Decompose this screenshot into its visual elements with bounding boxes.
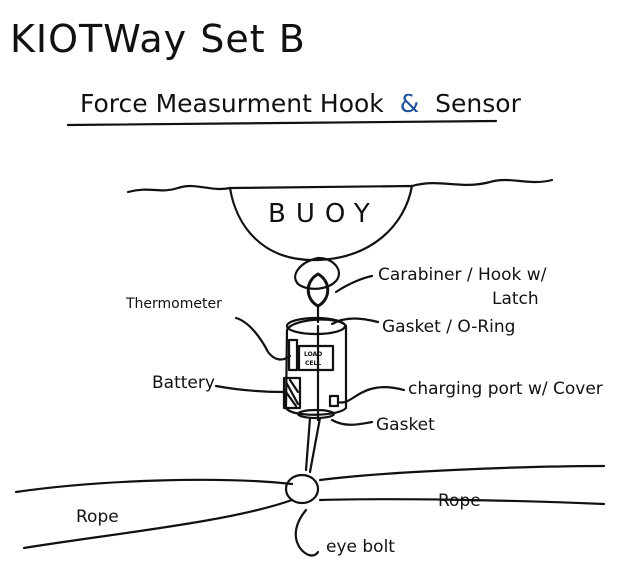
subtitle-part1: Force Measurment Hook xyxy=(80,89,384,118)
load-cell-label-1: LOAD xyxy=(304,351,322,358)
eye-bolt-label: eye bolt xyxy=(326,537,395,557)
subtitle-ampersand: & xyxy=(400,89,420,118)
water-surface-right xyxy=(410,178,554,188)
diagram-subtitle: Force Measurment Hook & Sensor xyxy=(80,89,522,118)
buoy-label: BUOY xyxy=(268,199,380,229)
load-cell-label-2: CELL xyxy=(305,360,321,367)
gasket-callout xyxy=(330,418,374,426)
charging-port-callout xyxy=(336,386,406,404)
load-cell xyxy=(297,344,335,372)
diagram-title: KIOTWay Set B xyxy=(10,17,306,61)
battery-label: Battery xyxy=(152,373,215,393)
eye-bolt xyxy=(284,473,320,505)
rope-right-bottom xyxy=(318,498,606,506)
rope-left-bottom xyxy=(22,498,294,550)
charging-port-label: charging port w/ Cover xyxy=(408,379,603,399)
housing-top-gasket xyxy=(285,316,347,336)
thermometer-label: Thermometer xyxy=(125,296,222,312)
eye-bolt-callout xyxy=(294,508,320,557)
thermometer-callout xyxy=(234,316,292,361)
rope-right-top xyxy=(318,464,606,482)
thermometer-element xyxy=(287,338,299,372)
gasket-oring-callout xyxy=(330,317,380,326)
rope-right-label: Rope xyxy=(438,491,481,511)
battery-callout xyxy=(214,384,286,394)
buoy-ring xyxy=(294,256,340,290)
carabiner-label-line2: Latch xyxy=(492,289,539,309)
buoy-body xyxy=(228,184,414,262)
bottom-gasket xyxy=(296,408,336,420)
carabiner-callout xyxy=(334,274,374,294)
carabiner-hook xyxy=(306,272,330,308)
lower-shaft xyxy=(304,416,322,474)
rope-left-label: Rope xyxy=(76,507,119,527)
water-surface-left xyxy=(126,184,232,194)
subtitle-part2: Sensor xyxy=(435,89,521,118)
carabiner-label-line1: Carabiner / Hook w/ xyxy=(378,265,547,285)
battery-hatch xyxy=(284,378,300,408)
charging-port xyxy=(328,394,340,408)
sensor-housing xyxy=(284,318,348,416)
rope-left-top xyxy=(14,478,294,494)
gasket-label: Gasket xyxy=(376,415,435,435)
subtitle-underline xyxy=(66,119,498,127)
gasket-oring-label: Gasket / O-Ring xyxy=(382,317,515,337)
